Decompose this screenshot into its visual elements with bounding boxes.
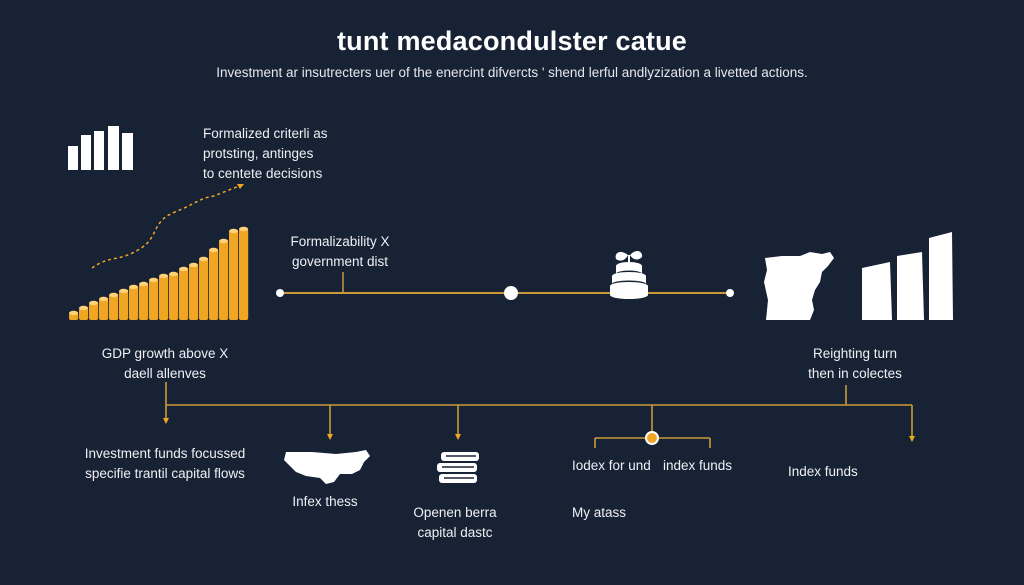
- top-note-line-3: to centete decisions: [203, 166, 323, 181]
- growth-bar-cap: [219, 238, 229, 244]
- map-region-icon: [764, 252, 834, 320]
- growth-bar-cap: [169, 271, 179, 277]
- branch-node: [645, 431, 659, 445]
- growth-bar: [149, 280, 159, 320]
- usa-map-icon: [284, 450, 370, 484]
- growth-bar: [159, 276, 169, 320]
- timeline-dot-start: [276, 289, 284, 297]
- mid-note-line-2: government dist: [291, 254, 389, 269]
- growth-bar-cap: [139, 281, 149, 287]
- bottom-item-line-1: Openen berra: [413, 505, 497, 520]
- left-note-line-2: daell allenves: [124, 366, 206, 381]
- growth-bar: [109, 295, 119, 320]
- bottom-item-line-2: capital dastc: [417, 525, 493, 540]
- growth-bar-cap: [189, 262, 199, 268]
- sprout-stack-icon: [610, 250, 648, 299]
- growth-bar-cap: [199, 256, 209, 262]
- growth-bar: [169, 274, 179, 320]
- growth-bar-cap: [179, 266, 189, 272]
- growth-bar: [239, 229, 249, 320]
- growth-bar-cap: [129, 284, 139, 290]
- growth-bar: [139, 284, 149, 320]
- growth-bar-cap: [209, 247, 219, 253]
- bottom-item-infex-thess: Infex thess: [292, 494, 358, 509]
- bottom-item-investment-funds: Investment funds focussed specifie trant…: [70, 444, 260, 484]
- growth-bar-cap: [99, 296, 109, 302]
- growth-chart-icon: [69, 226, 249, 320]
- bar-chart-icon: [862, 232, 953, 320]
- growth-bar-cap: [119, 288, 129, 294]
- bottom-item-index-funds-right: Index funds: [788, 464, 858, 479]
- books-stack-icon: [437, 452, 479, 483]
- growth-bar: [179, 269, 189, 320]
- bottom-item-my-atass: My atass: [572, 505, 627, 520]
- dashed-arrow: [91, 183, 245, 269]
- top-note: Formalized criterli as protsting, anting…: [203, 124, 353, 184]
- bottom-item-index-funds: index funds: [663, 458, 733, 473]
- arrow-heads: [163, 418, 915, 442]
- bottom-item-line-2: specifie trantil capital flows: [85, 466, 245, 481]
- left-note: GDP growth above X daell allenves: [85, 344, 245, 384]
- page-subtitle: Investment ar insutrecters uer of the en…: [216, 65, 808, 80]
- growth-bar: [219, 241, 229, 320]
- bottom-item-iodex-for-und: Iodex for und: [572, 458, 651, 473]
- timeline-dot-end: [726, 289, 734, 297]
- left-note-line-1: GDP growth above X: [101, 346, 229, 361]
- timeline-dot-mid: [504, 286, 518, 300]
- tree-connector: [165, 382, 913, 448]
- growth-bar: [119, 291, 129, 320]
- growth-bar: [99, 299, 109, 320]
- growth-bar: [129, 287, 139, 320]
- growth-bar-cap: [239, 226, 249, 232]
- growth-bar: [189, 265, 199, 320]
- right-note: Reighting turn then in colectes: [780, 344, 930, 384]
- bottom-item-line-1: Investment funds focussed: [84, 446, 246, 461]
- growth-bar-cap: [229, 228, 239, 234]
- growth-bar: [229, 231, 239, 320]
- right-note-line-2: then in colectes: [808, 366, 902, 381]
- growth-bar: [209, 250, 219, 320]
- growth-bar-cap: [89, 300, 99, 306]
- growth-bar-cap: [159, 273, 169, 279]
- top-note-line-2: protsting, antinges: [203, 146, 314, 161]
- top-note-line-1: Formalized criterli as: [203, 126, 328, 141]
- growth-bar-cap: [149, 277, 159, 283]
- growth-bar: [89, 303, 99, 320]
- page-title: tunt medacondulster catue: [336, 26, 688, 56]
- bottom-item-openen-berra: Openen berra capital dastc: [400, 503, 510, 543]
- bar-chart-icon: [68, 126, 133, 170]
- mid-note: Formalizability X government dist: [270, 232, 410, 272]
- arrow-head: [237, 184, 244, 189]
- mid-note-line-1: Formalizability X: [290, 234, 390, 249]
- growth-bar: [199, 259, 209, 320]
- growth-bar-cap: [109, 292, 119, 298]
- growth-bar-cap: [79, 305, 89, 311]
- growth-bar: [79, 308, 89, 320]
- growth-bar-cap: [69, 310, 79, 316]
- right-note-line-1: Reighting turn: [812, 346, 898, 361]
